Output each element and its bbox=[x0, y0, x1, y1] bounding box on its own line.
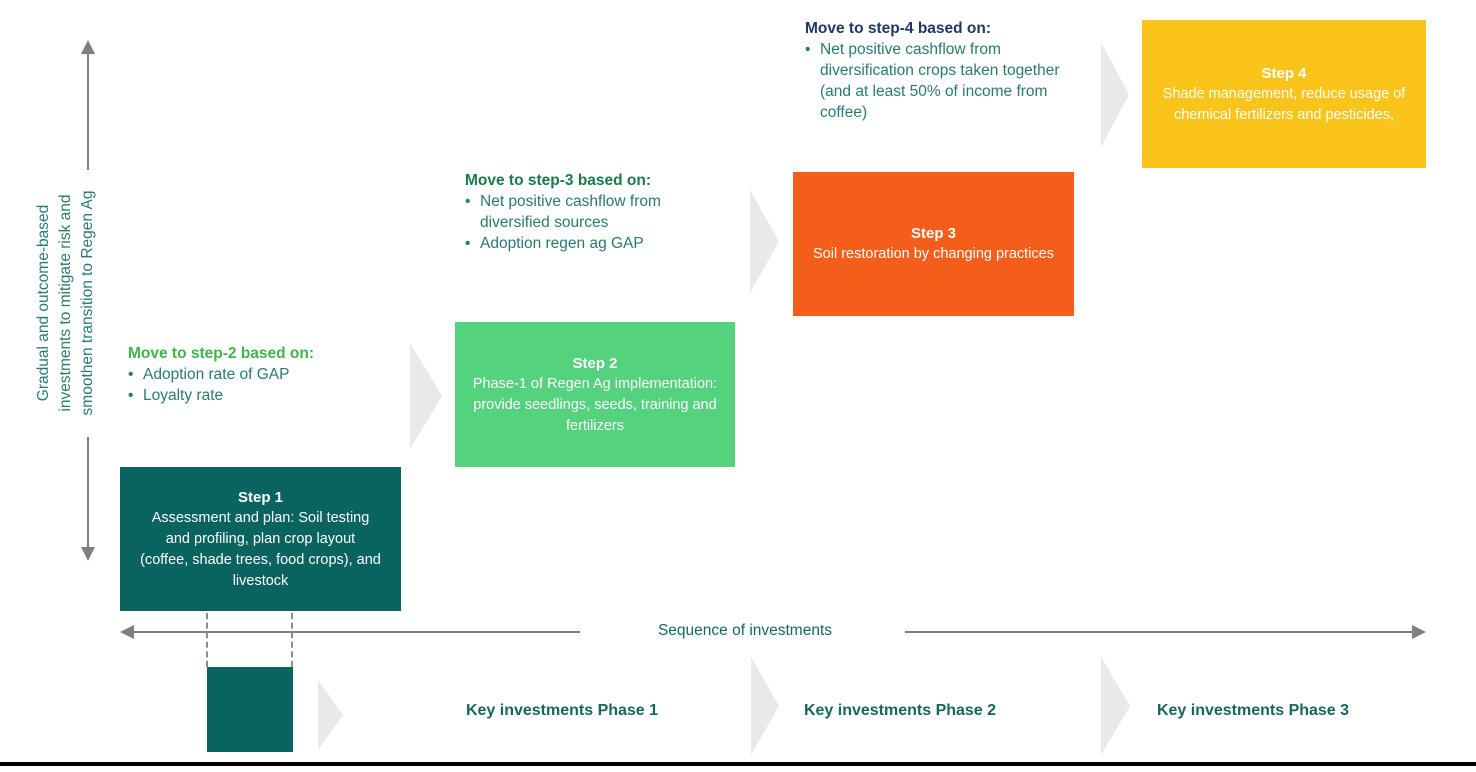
bullet-text: Net positive cashflow from diversificati… bbox=[820, 41, 1060, 121]
bullet-marker: • bbox=[805, 41, 811, 58]
bullet-marker: • bbox=[128, 366, 134, 383]
bullet-item: • Loyalty rate bbox=[128, 385, 408, 406]
bullet-item: • Adoption regen ag GAP bbox=[465, 233, 710, 254]
x-axis-label: Sequence of investments bbox=[657, 622, 833, 639]
step-box-3: Step 3 Soil restoration by changing prac… bbox=[793, 172, 1074, 316]
criteria-step-3: Move to step-3 based on: • Net positive … bbox=[465, 170, 710, 254]
bullet-marker: • bbox=[128, 387, 134, 404]
criteria-step-2: Move to step-2 based on: • Adoption rate… bbox=[128, 343, 408, 406]
x-axis-arrowhead-left-icon bbox=[120, 625, 134, 639]
y-axis-label-line: investments to mitigate risk and bbox=[57, 194, 74, 412]
phase-label-2: Key investments Phase 2 bbox=[803, 702, 997, 719]
chevron-right-icon bbox=[410, 343, 442, 449]
criteria-step-4: Move to step-4 based on: • Net positive … bbox=[805, 18, 1069, 123]
bullet-text: Net positive cashflow from diversified s… bbox=[480, 193, 661, 231]
y-axis-arrowhead-up-icon bbox=[81, 40, 95, 54]
bullet-item: • Net positive cashflow from diversified… bbox=[465, 191, 710, 233]
step4-title: Step 4 bbox=[1261, 64, 1307, 82]
y-axis-label-line: smoothen transition to Regen Ag bbox=[79, 190, 96, 416]
y-axis-line-top bbox=[87, 53, 89, 170]
chevron-right-icon bbox=[1101, 42, 1129, 147]
dashed-connector-left bbox=[206, 613, 208, 667]
bullet-text: Adoption rate of GAP bbox=[143, 366, 290, 383]
step1-title: Step 1 bbox=[237, 488, 283, 506]
y-axis-label-line: Gradual and outcome-based bbox=[35, 204, 52, 402]
bullet-marker: • bbox=[465, 235, 471, 252]
phase-label-1: Key investments Phase 1 bbox=[465, 702, 659, 719]
bullet-item: • Net positive cashflow from diversifica… bbox=[805, 39, 1069, 123]
bullet-item: • Adoption rate of GAP bbox=[128, 364, 408, 385]
x-axis-line-right bbox=[905, 631, 1413, 633]
y-axis-arrowhead-down-icon bbox=[81, 547, 95, 561]
investment-bar bbox=[207, 667, 293, 752]
step3-title: Step 3 bbox=[910, 225, 956, 242]
chevron-right-icon bbox=[751, 657, 779, 755]
chevron-right-icon bbox=[1101, 657, 1130, 755]
chevron-right-icon bbox=[750, 190, 779, 293]
step4-body: Shade management, reduce usage of chemic… bbox=[1162, 85, 1406, 123]
chevron-right-icon bbox=[318, 680, 343, 750]
criteria-step4-heading: Move to step-4 based on: bbox=[805, 20, 992, 37]
step-box-2: Step 2 Phase-1 of Regen Ag implementatio… bbox=[455, 322, 735, 467]
step2-body: Phase-1 of Regen Ag implementation: prov… bbox=[472, 375, 718, 434]
bottom-border bbox=[0, 762, 1476, 766]
step1-body: Assessment and plan: Soil testing and pr… bbox=[140, 509, 381, 589]
criteria-step3-heading: Move to step-3 based on: bbox=[465, 172, 652, 189]
x-axis-line-left bbox=[133, 631, 580, 633]
step2-title: Step 2 bbox=[572, 354, 618, 372]
step3-body: Soil restoration by changing practices bbox=[813, 246, 1054, 262]
step-box-1: Step 1 Assessment and plan: Soil testing… bbox=[120, 467, 401, 611]
bullet-text: Loyalty rate bbox=[143, 387, 224, 404]
x-axis-arrowhead-right-icon bbox=[1412, 625, 1426, 639]
criteria-step2-heading: Move to step-2 based on: bbox=[128, 345, 315, 362]
y-axis-line-bottom bbox=[87, 437, 89, 547]
phase-label-3: Key investments Phase 3 bbox=[1156, 702, 1350, 719]
bullet-marker: • bbox=[465, 193, 471, 210]
dashed-connector-right bbox=[291, 613, 293, 667]
step-box-4: Step 4 Shade management, reduce usage of… bbox=[1142, 20, 1426, 168]
bullet-text: Adoption regen ag GAP bbox=[480, 235, 644, 252]
y-axis-label: Gradual and outcome-based investments to… bbox=[33, 163, 99, 443]
